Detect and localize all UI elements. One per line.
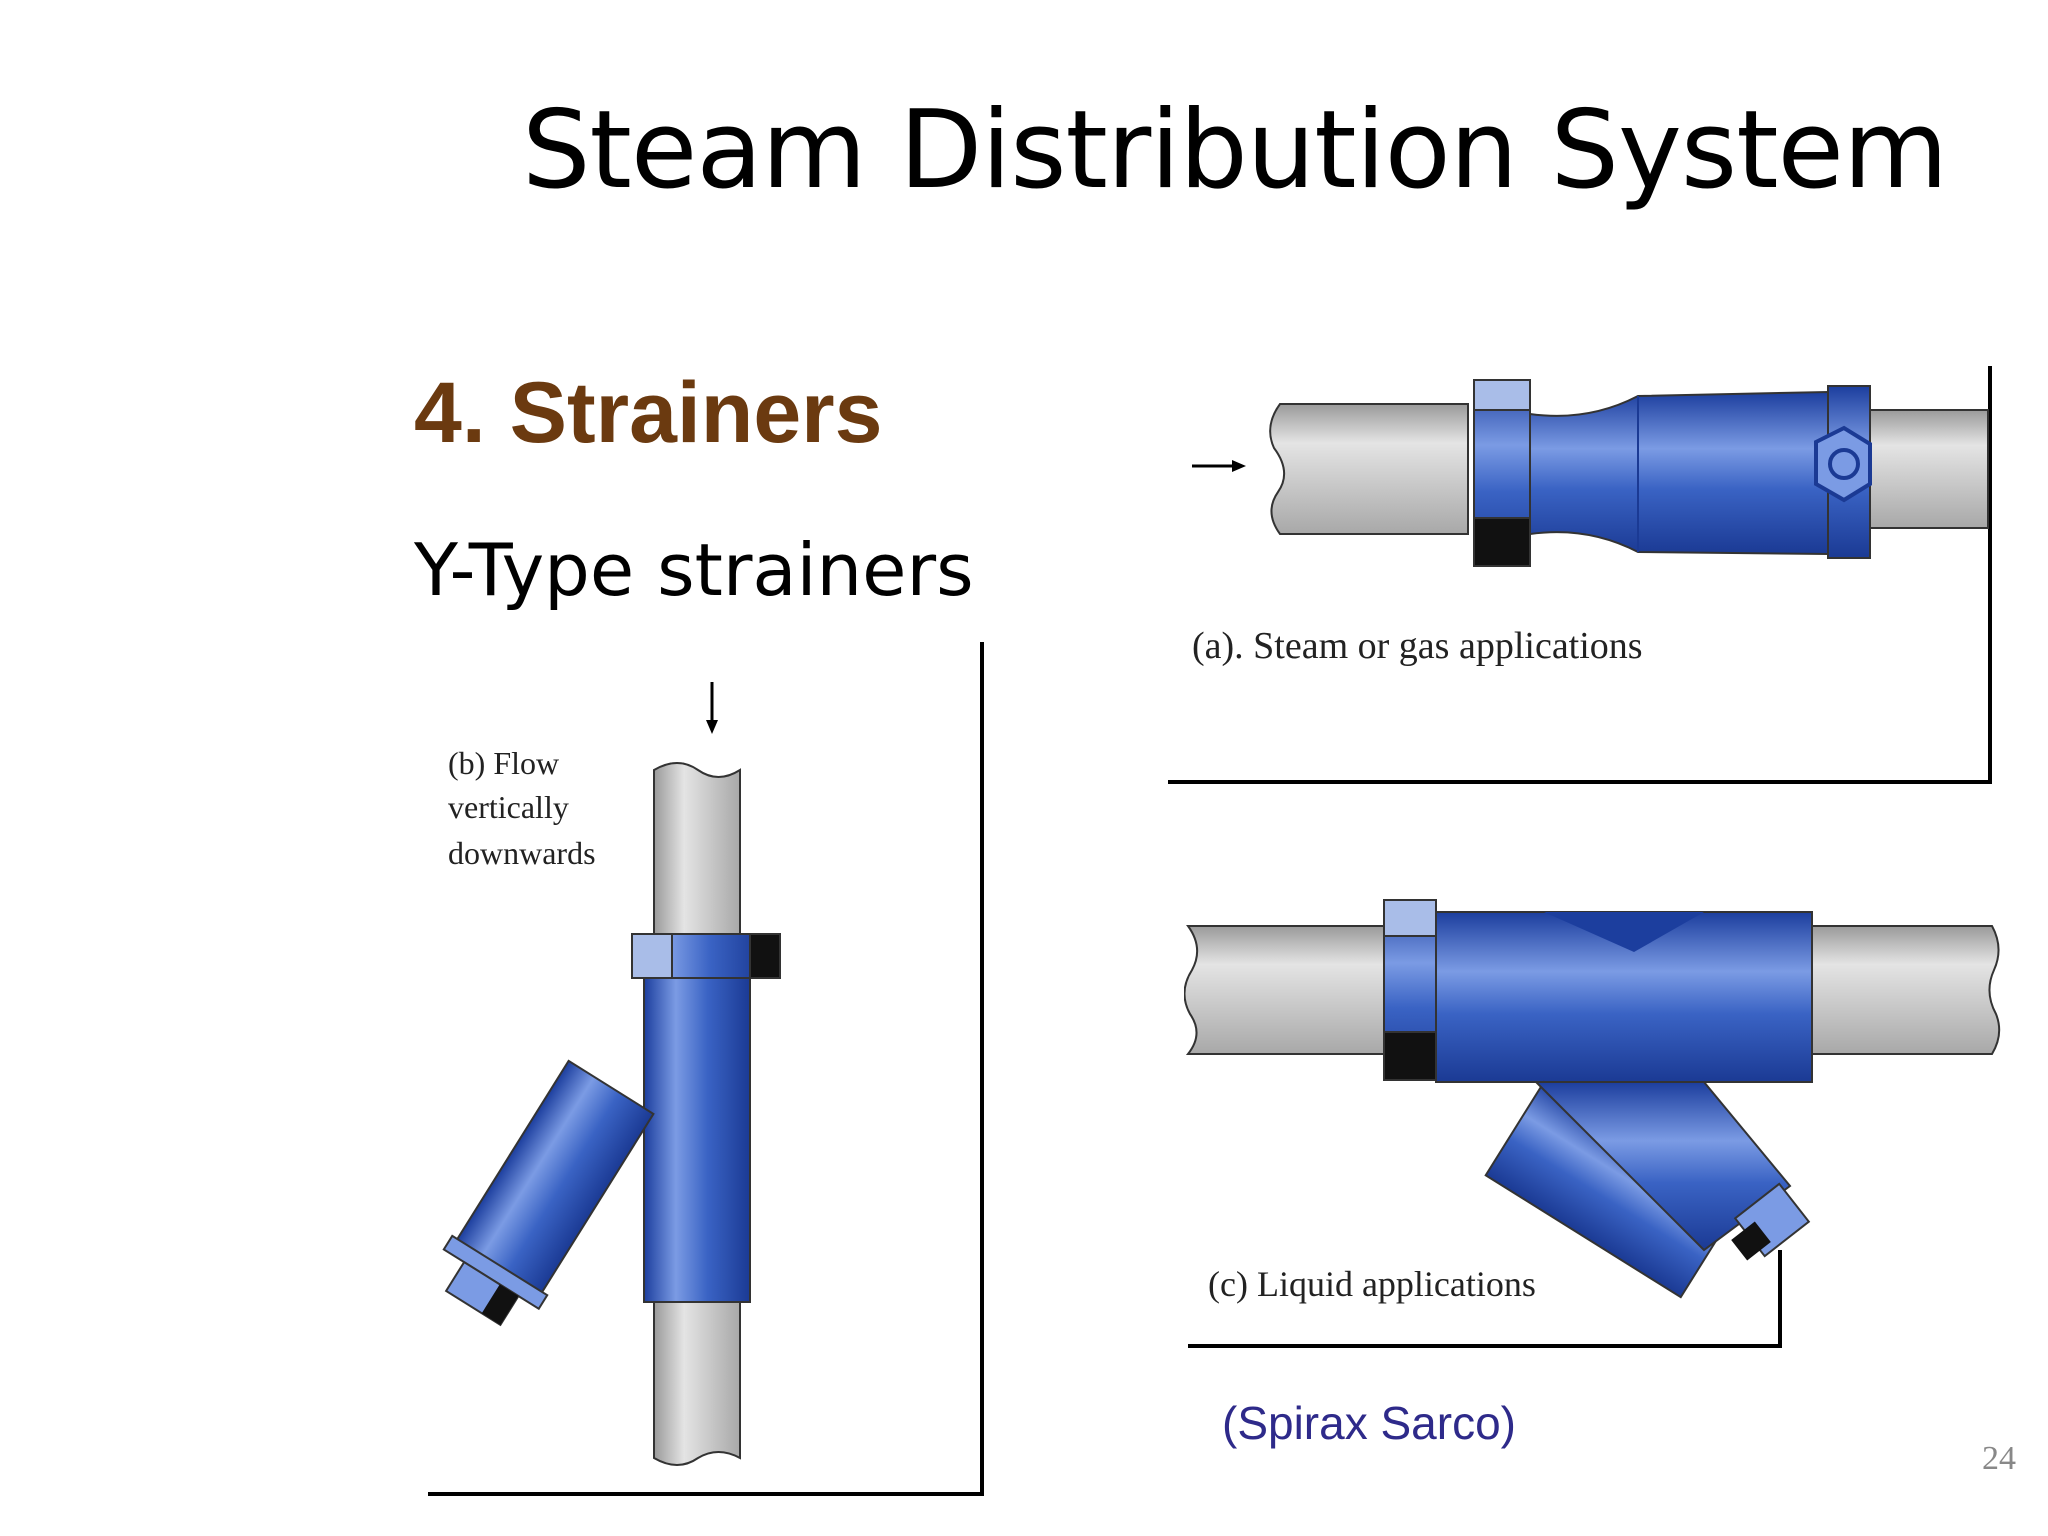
- flow-arrow-icon: [1192, 460, 1246, 472]
- figure-b-caption-line-2: vertically: [448, 789, 569, 825]
- figure-b-caption-line-3: downwards: [448, 835, 596, 871]
- figure-c-caption: (c) Liquid applications: [1208, 1264, 1536, 1304]
- figure-a-steam-gas-strainer: (a). Steam or gas applications: [1168, 362, 1998, 790]
- figure-c-liquid-strainer: (c) Liquid applications: [1184, 896, 2004, 1352]
- page-number: 24: [1982, 1440, 2016, 1477]
- figure-a-caption: (a). Steam or gas applications: [1192, 625, 1643, 667]
- slide-title: Steam Distribution System: [522, 88, 1948, 213]
- figure-b-vertical-strainer: (b) Flow vertically downwards: [428, 638, 988, 1500]
- figure-b-caption-line-1: (b) Flow: [448, 745, 559, 781]
- source-credit: (Spirax Sarco): [1222, 1397, 1516, 1449]
- section-subheading: Y-Type strainers: [414, 528, 974, 612]
- flow-arrow-down-icon: [706, 682, 718, 734]
- section-heading: 4. Strainers: [414, 365, 883, 461]
